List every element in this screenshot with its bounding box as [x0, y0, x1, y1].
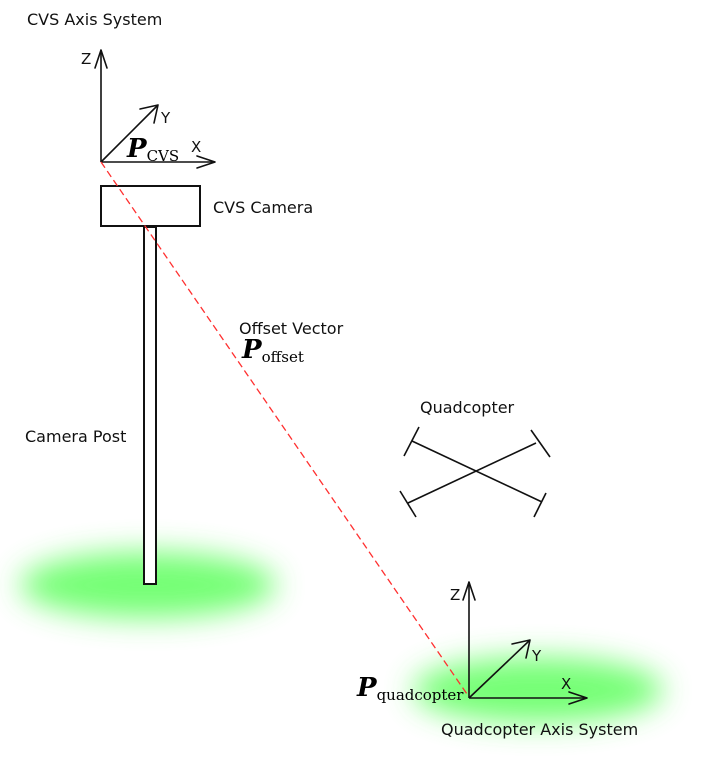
cvs-axis-system: Z X Y	[81, 49, 216, 169]
p-quadcopter-subscript: quadcopter	[377, 686, 465, 704]
quadcopter-icon	[399, 426, 551, 518]
quadcopter-rotor-tl	[403, 426, 420, 457]
cvs-y-arrowhead	[139, 104, 159, 124]
offset-vector-label: Offset Vector	[239, 319, 344, 338]
cvs-x-arrowhead	[196, 155, 216, 169]
p-offset-subscript: offset	[262, 348, 304, 366]
cvs-axis-system-label: CVS Axis System	[27, 10, 162, 29]
p-cvs-symbol: P	[126, 134, 148, 164]
p-quadcopter-symbol: P	[356, 673, 378, 703]
cvs-camera-label: CVS Camera	[213, 198, 313, 217]
camera-post-label: Camera Post	[25, 427, 126, 446]
quad-y-label: Y	[531, 647, 542, 665]
p-offset-symbol: P	[241, 335, 263, 365]
quad-z-label: Z	[450, 586, 460, 604]
quad-y-arrowhead	[511, 639, 531, 659]
quad-x-label: X	[561, 675, 571, 693]
p-cvs-label: PCVS	[126, 134, 179, 165]
quadcopter-rotor-bl	[399, 490, 417, 518]
cvs-y-axis	[100, 104, 159, 163]
quadcopter-ground-shadow	[413, 657, 663, 723]
p-quadcopter-label: Pquadcopter	[356, 673, 464, 704]
p-offset-label: Poffset	[241, 335, 304, 366]
quadcopter-axis-system: Z X Y	[450, 581, 588, 705]
quadcopter-axis-system-label: Quadcopter Axis System	[441, 720, 638, 739]
quadcopter-arm-2	[407, 442, 537, 504]
p-cvs-subscript: CVS	[147, 147, 180, 165]
quad-z-arrowhead	[462, 581, 476, 601]
cvs-z-arrowhead	[94, 49, 108, 69]
quadcopter-rotor-br	[533, 492, 547, 518]
offset-vector-line	[100, 161, 470, 698]
cvs-z-label: Z	[81, 50, 91, 68]
cvs-camera-box	[100, 185, 201, 227]
quadcopter-label: Quadcopter	[420, 398, 515, 417]
quad-x-arrowhead	[568, 691, 588, 705]
cvs-x-label: X	[191, 138, 201, 156]
quad-y-axis	[468, 639, 531, 699]
camera-post	[143, 226, 157, 585]
quadcopter-rotor-tr	[530, 429, 551, 458]
cvs-y-label: Y	[160, 109, 171, 127]
